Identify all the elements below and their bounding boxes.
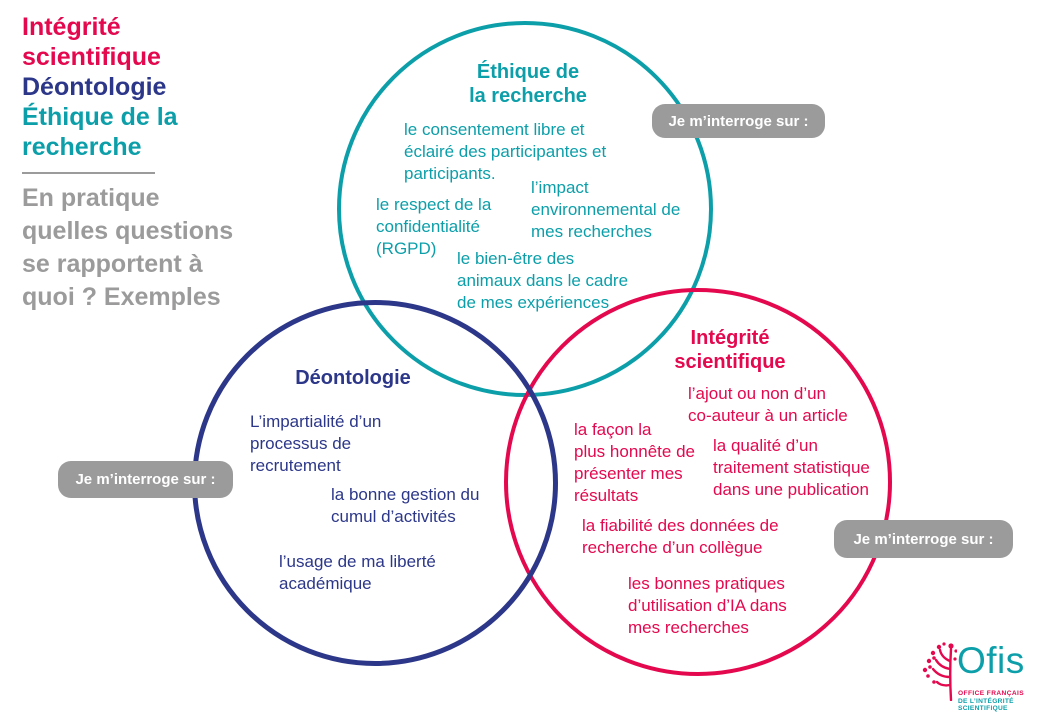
deontologie-item: la bonne gestion du cumul d’activités [331, 485, 480, 526]
integrite-title: Intégrité scientifique [674, 327, 786, 373]
badge-je-minterroge-integrite: Je m’interroge sur : [834, 520, 1013, 558]
header-divider [22, 172, 155, 174]
header-subtitle: En pratique quelles questions se rapport… [22, 184, 234, 311]
integrite-item: la qualité d’un traitement statistique d… [713, 436, 870, 499]
ofis-subline-1: OFFICE FRANÇAIS [958, 690, 1025, 697]
deontologie-title: Déontologie [295, 367, 411, 389]
integrite-item: la fiabilité des données de recherche d’… [582, 516, 779, 557]
integrite-item: les bonnes pratiques d’utilisation d’IA … [628, 574, 787, 637]
badge-je-minterroge-ethique: Je m’interroge sur : [652, 104, 825, 138]
ethique-title: Éthique de la recherche [469, 61, 587, 107]
ethique-item: le consentement libre et éclairé des par… [404, 120, 607, 183]
integrite-item: l’ajout ou non d’un co-auteur à un artic… [688, 384, 848, 425]
header-title-deontologie: Déontologie [22, 73, 167, 101]
header-title-integrite: Intégrité scientifique [22, 13, 161, 71]
ethique-item: le respect de la confidentialité (RGPD) [376, 195, 492, 258]
ofis-logo: Ofis OFFICE FRANÇAIS DE L’INTÉGRITÉ SCIE… [921, 637, 1046, 712]
ethique-item: l’impact environnemental de mes recherch… [531, 178, 681, 241]
deontologie-item: l’usage de ma liberté académique [279, 552, 436, 593]
ethique-item: le bien-être des animaux dans le cadre d… [457, 249, 629, 312]
integrite-item: la façon la plus honnête de présenter me… [574, 420, 695, 505]
ofis-tree-icon [921, 639, 958, 702]
header-title-ethique: Éthique de la recherche [22, 103, 178, 161]
badge-je-minterroge-deontologie: Je m’interroge sur : [58, 461, 233, 498]
header-block: Intégrité scientifique Déontologie Éthiq… [22, 12, 252, 314]
deontologie-item: L’impartialité d’un processus de recrute… [250, 412, 382, 475]
ofis-wordmark: Ofis [957, 640, 1025, 681]
ofis-subline-2: DE L’INTÉGRITÉ SCIENTIFIQUE [958, 698, 1014, 712]
circle-deontologie [192, 300, 558, 666]
